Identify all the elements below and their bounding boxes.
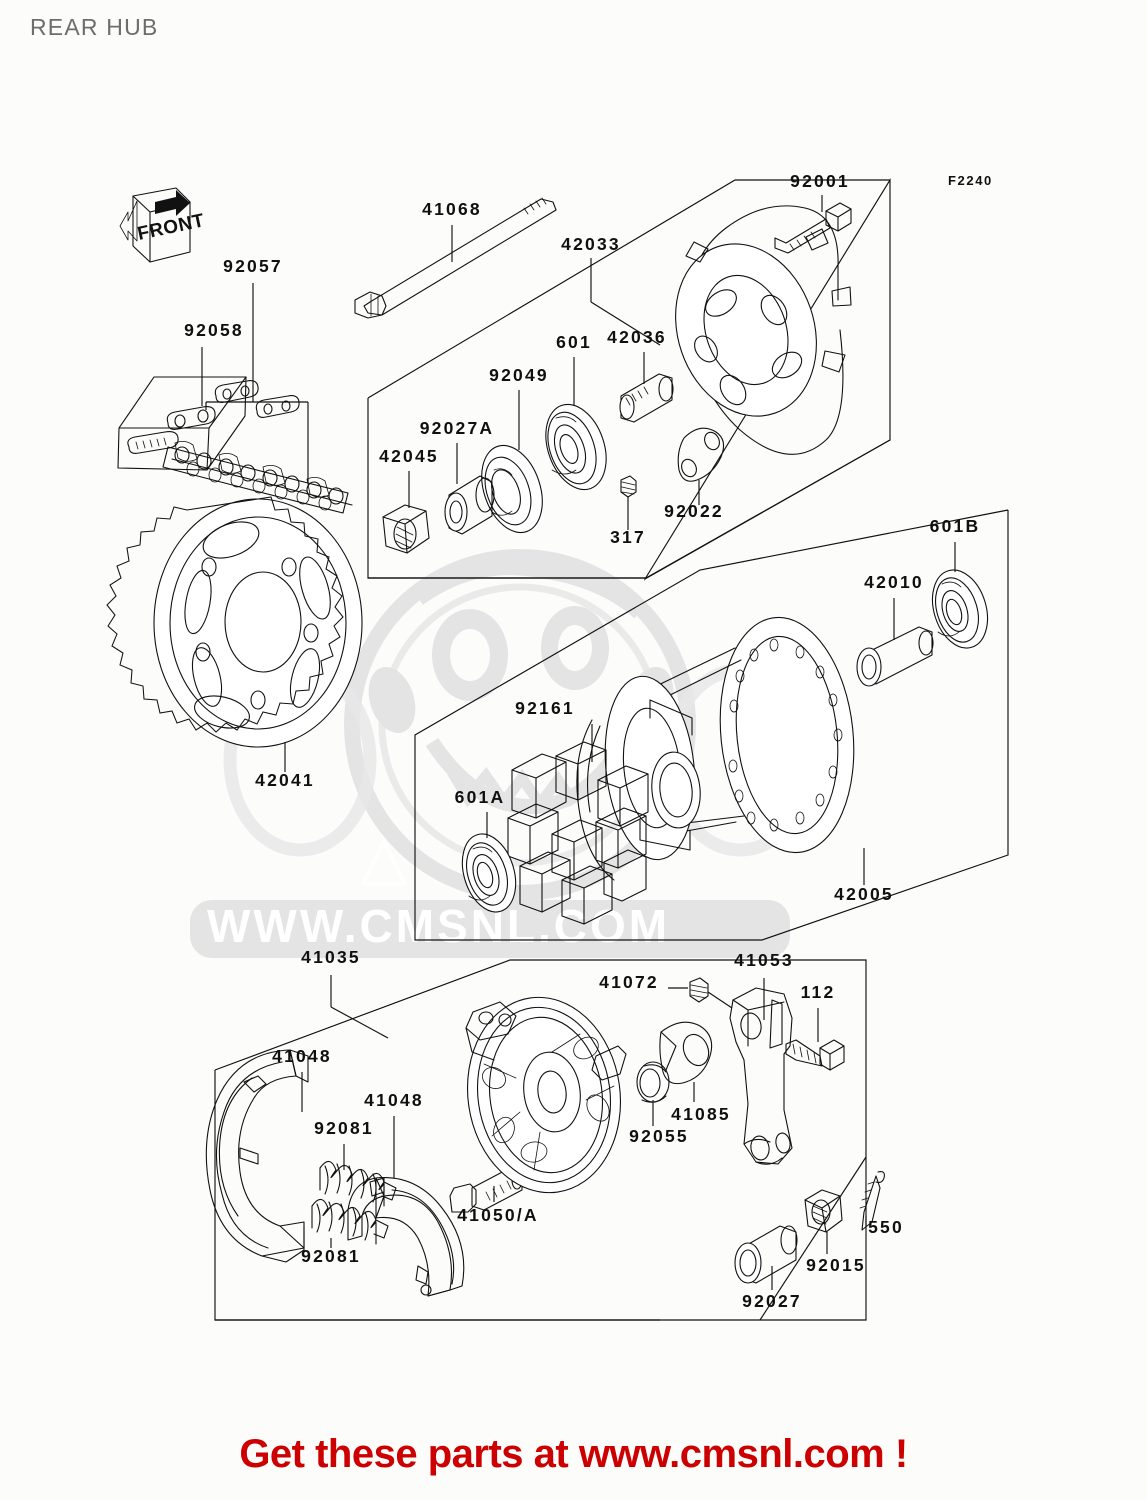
part-92049-seal: 92049: [481, 365, 549, 534]
label-42005: 42005: [834, 884, 894, 904]
label-41048-b: 41048: [364, 1090, 424, 1110]
part-42033-coupling: 42033: [561, 205, 852, 455]
part-92057-drive-chain: 92057: [162, 256, 353, 514]
part-112-bolt: 112: [785, 982, 845, 1071]
part-42045-nut: 42045: [379, 446, 439, 554]
parts-diagram: △ WWW.CMSNL.COM F2240 FRONT 41068: [106, 171, 1009, 1321]
label-41035: 41035: [301, 947, 361, 967]
part-41068-axle: 41068: [354, 197, 557, 319]
label-92081-b: 92081: [301, 1246, 361, 1266]
page-title: REAR HUB: [30, 14, 159, 40]
label-601B: 601B: [930, 516, 981, 536]
label-92057: 92057: [223, 256, 283, 276]
label-317: 317: [610, 527, 646, 547]
part-601A-bearing: 601A: [455, 787, 517, 913]
label-41053: 41053: [734, 950, 794, 970]
part-92001-bolt: 92001: [774, 171, 852, 254]
label-92161: 92161: [515, 698, 575, 718]
hub-assembly-box: [414, 509, 1009, 941]
part-42010-collar: 42010: [856, 572, 934, 687]
part-92161-dampers: 92161: [507, 698, 649, 925]
label-41072: 41072: [599, 972, 659, 992]
label-41050A: 41050/A: [457, 1205, 539, 1225]
part-92027A-collar: 92027A: [420, 418, 495, 535]
label-92015: 92015: [806, 1255, 866, 1275]
part-92027-collar: 92027: [734, 1225, 802, 1311]
label-92001: 92001: [790, 171, 850, 191]
label-42041: 42041: [255, 770, 315, 790]
part-92015-nut: 92015: [804, 1189, 866, 1275]
part-41048-brake-shoe-b: 41048: [347, 1090, 465, 1297]
watermark-text: WWW.CMSNL.COM: [207, 900, 670, 952]
front-orientation-marker: FRONT: [119, 187, 207, 263]
label-92022: 92022: [664, 501, 724, 521]
label-41048-a: 41048: [272, 1046, 332, 1066]
part-601-bearing: 601: [545, 332, 607, 491]
part-42041-sprocket: 42041: [106, 496, 363, 790]
label-550: 550: [868, 1217, 904, 1237]
svg-text:△: △: [360, 823, 408, 892]
label-601A: 601A: [455, 787, 506, 807]
front-label: FRONT: [136, 210, 207, 245]
part-41035-brake-panel: 41035: [301, 947, 627, 1194]
diagram-code: F2240: [948, 173, 993, 188]
part-601B-bearing: 601B: [930, 516, 989, 649]
part-41072-nut: 41072: [599, 972, 733, 1009]
label-92055: 92055: [629, 1126, 689, 1146]
label-42033: 42033: [561, 234, 621, 254]
promo-banner: Get these parts at www.cmsnl.com !: [239, 1432, 908, 1476]
label-92049: 92049: [489, 365, 549, 385]
part-42036-sleeve: 42036: [607, 327, 674, 423]
label-92081-a: 92081: [314, 1118, 374, 1138]
part-41048-brake-shoe-a: 41048: [205, 1046, 332, 1263]
label-92027A: 92027A: [420, 418, 495, 438]
label-601: 601: [556, 332, 592, 352]
part-550-cotter-pin: 550: [859, 1171, 904, 1237]
part-92055-oring: 92055: [629, 1061, 689, 1146]
part-92022-washer: 92022: [664, 427, 725, 521]
label-41068: 41068: [422, 199, 482, 219]
label-42010: 42010: [864, 572, 924, 592]
part-42005-hub: 42005: [576, 616, 894, 904]
part-41053-brake-lever: 41053: [729, 950, 794, 1165]
label-41085: 41085: [671, 1104, 731, 1124]
label-92027: 92027: [742, 1291, 802, 1311]
label-42045: 42045: [379, 446, 439, 466]
part-92058-chain-link-kit: 92058: [117, 320, 300, 471]
part-92081-spring-b: 92081: [301, 1198, 389, 1266]
label-112: 112: [801, 982, 836, 1002]
label-92058: 92058: [184, 320, 244, 340]
watermark-logo: △ WWW.CMSNL.COM: [190, 549, 817, 958]
label-42036: 42036: [607, 327, 667, 347]
part-41085-brake-cam: 41085: [659, 1021, 731, 1124]
part-92081-spring-a: 92081: [314, 1118, 397, 1207]
part-317-pin: 317: [610, 475, 646, 547]
